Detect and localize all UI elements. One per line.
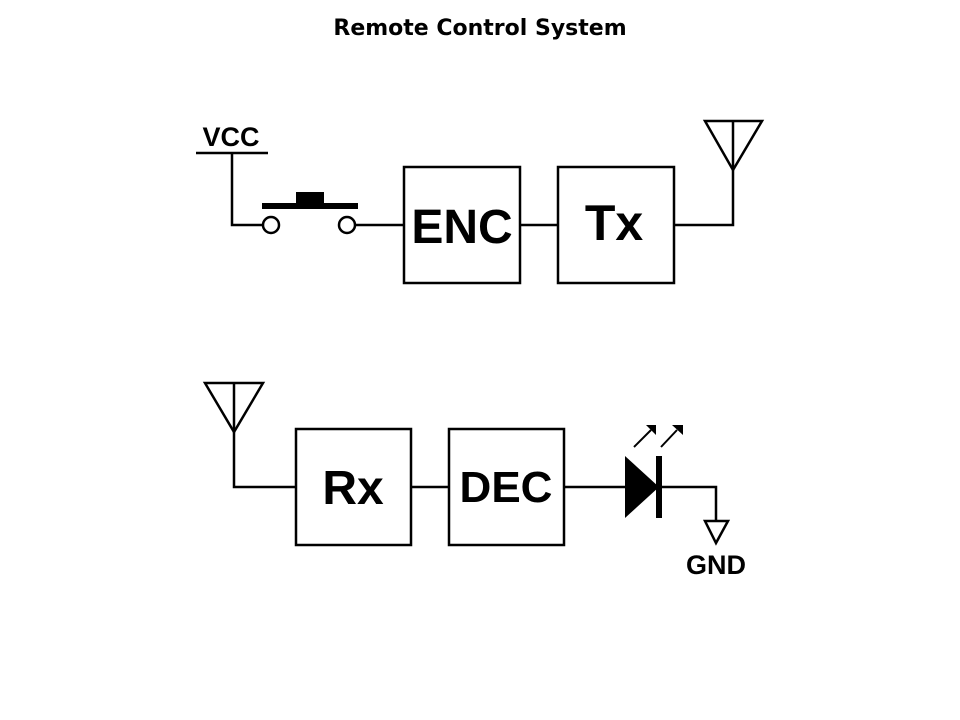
transmitter-block: Tx [556,165,676,285]
transmit-antenna-icon [702,119,765,173]
receive-antenna-icon [202,381,266,435]
receiver-chain: Rx DEC GND [202,381,746,580]
decoder-block: DEC [447,427,566,547]
vcc-label: VCC [202,122,259,152]
transmitter-chain: VCC ENC Tx [196,119,765,285]
light-emission-arrows-icon [633,425,683,448]
decoder-label: DEC [460,463,553,512]
gnd-label: GND [686,550,746,580]
encoder-block: ENC [402,165,522,285]
diagram-title: Remote Control System [333,16,627,41]
receiver-block: Rx [294,427,413,547]
wire-led-gnd [659,485,718,521]
wire-antenna-rx [232,432,296,489]
wire-vcc-switch [230,153,262,227]
ground-icon [702,519,731,546]
wire-tx-antenna [674,170,735,227]
push-button-switch-icon [261,192,358,235]
transmitter-label: Tx [585,195,644,251]
receiver-label: Rx [322,462,384,515]
encoder-label: ENC [411,201,512,254]
led-icon [625,425,683,518]
